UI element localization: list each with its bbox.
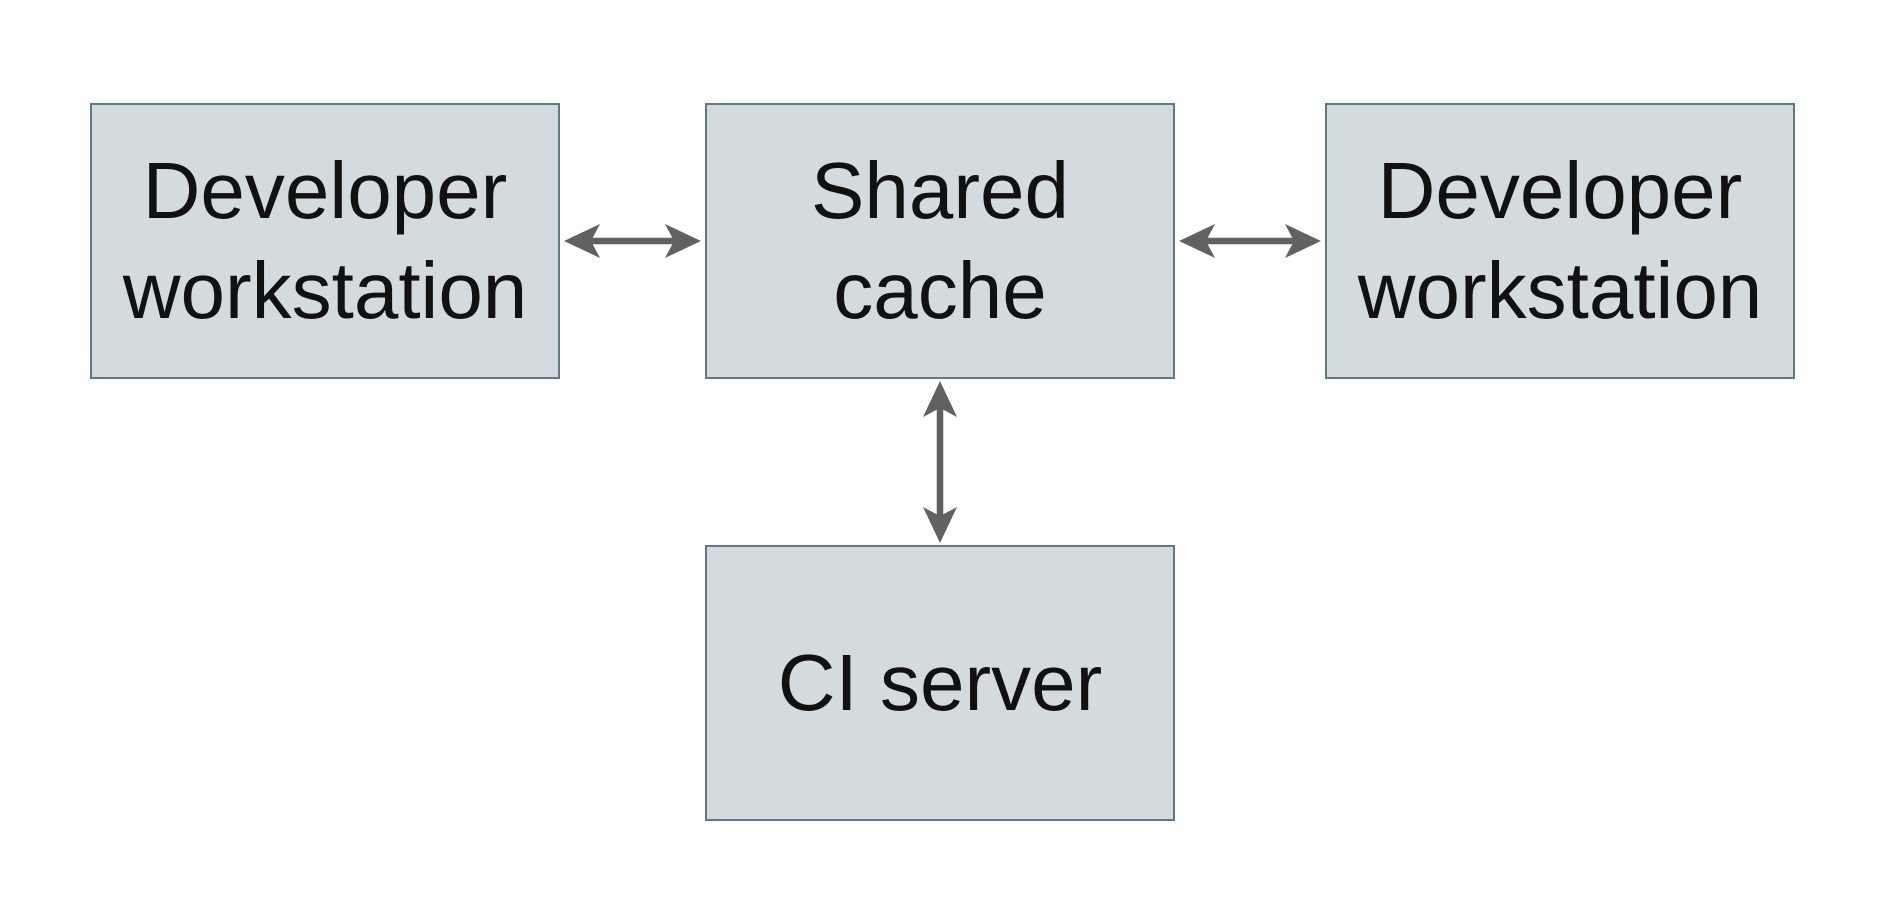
node-ci-server: CI server (705, 545, 1175, 821)
label-line: cache (833, 246, 1047, 335)
label-line: workstation (1357, 246, 1763, 335)
label-line: Developer (1377, 146, 1743, 235)
node-developer-workstation-right: Developer workstation (1325, 103, 1795, 379)
label-line: Developer (142, 146, 508, 235)
node-label-developer-workstation-right: Developer workstation (1358, 141, 1763, 341)
node-shared-cache: Shared cache (705, 103, 1175, 379)
arrow-dev-left-shared-cache (564, 224, 701, 258)
label-line: CI server (777, 638, 1103, 727)
node-label-developer-workstation-left: Developer workstation (123, 141, 528, 341)
label-line: workstation (122, 246, 528, 335)
arrow-shared-cache-ci-server (923, 381, 957, 543)
node-label-shared-cache: Shared cache (811, 141, 1069, 341)
arrow-shared-cache-dev-right (1179, 224, 1321, 258)
label-line: Shared (811, 146, 1069, 235)
node-label-ci-server: CI server (778, 633, 1103, 733)
node-developer-workstation-left: Developer workstation (90, 103, 560, 379)
